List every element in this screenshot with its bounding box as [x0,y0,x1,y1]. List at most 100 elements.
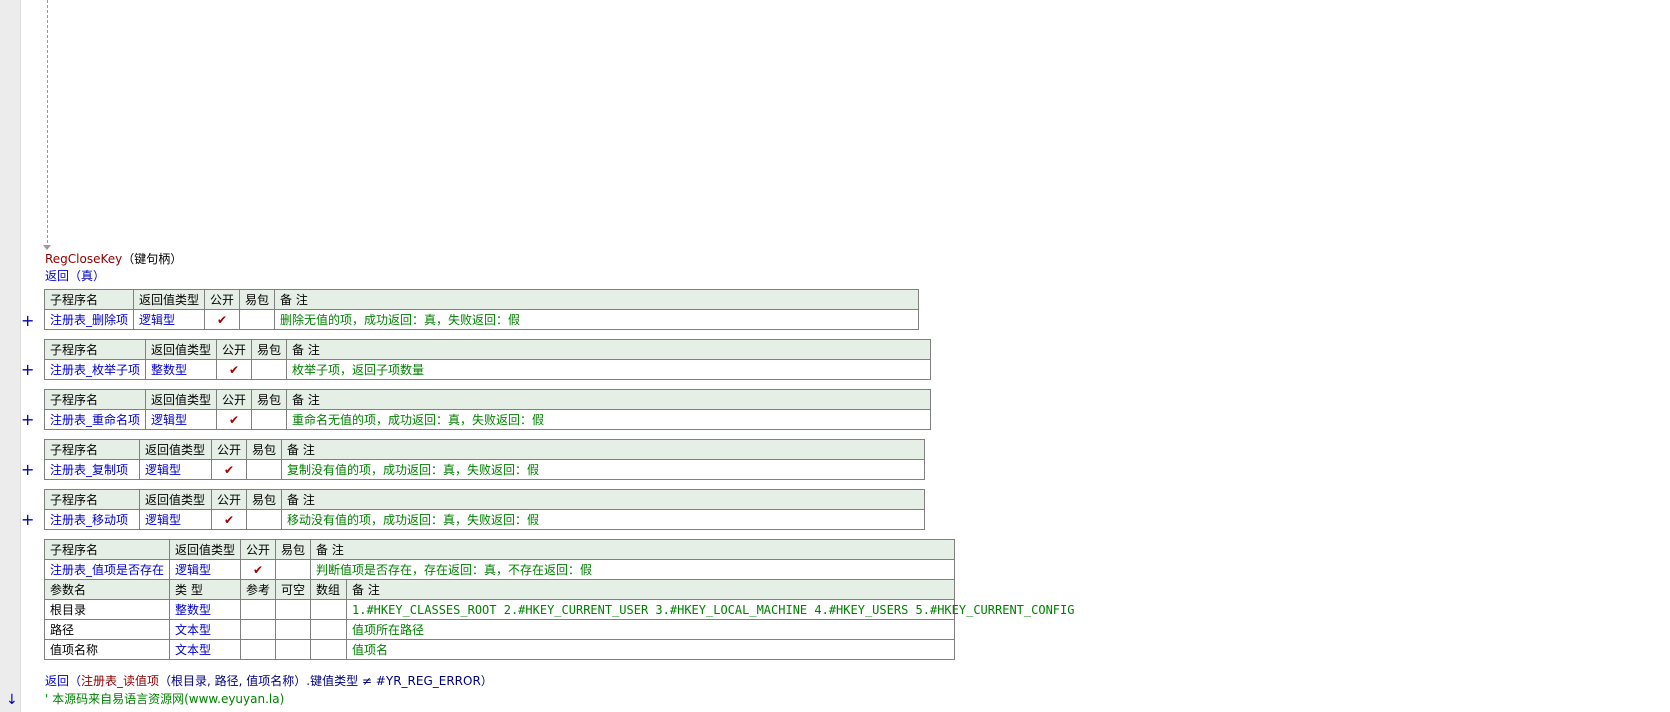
param-array-cell[interactable] [310,639,347,660]
header-public: 公开 [240,539,276,560]
function-args: （根目录, 路径, 值项名称）.键值类型 ≠ #YR_REG_ERROR） [159,674,493,688]
return-type[interactable]: 逻辑型 [145,409,217,430]
subroutine-table: 子程序名 返回值类型 公开 易包 备 注 注册表_删除项 逻辑型 ✔ 删除无值的… [44,289,919,330]
param-ref-cell[interactable] [240,599,276,620]
param-row[interactable]: 根目录 整数型 1.#HKEY_CLASSES_ROOT 2.#HKEY_CUR… [44,599,1074,620]
public-check-icon[interactable]: ✔ [204,309,240,330]
param-ref-cell[interactable] [240,619,276,640]
return-args: （真） [69,269,106,283]
public-check-icon[interactable]: ✔ [216,409,252,430]
table-row[interactable]: 注册表_复制项 逻辑型 ✔ 复制没有值的项，成功返回：真，失败返回：假 [44,459,925,480]
code-line-regclosekey[interactable]: RegCloseKey（键句柄） [45,250,182,267]
expand-icon[interactable]: + [21,360,35,379]
param-name[interactable]: 路径 [44,619,170,640]
sub-name[interactable]: 注册表_枚举子项 [44,359,146,380]
code-line-return-read[interactable]: 返回（注册表_读值项（根目录, 路径, 值项名称）.键值类型 ≠ #YR_REG… [45,672,493,689]
header-note: 备 注 [310,539,955,560]
sub-name[interactable]: 注册表_重命名项 [44,409,146,430]
param-ref-cell[interactable] [240,639,276,660]
return-type[interactable]: 逻辑型 [139,459,212,480]
header-ref: 参考 [240,579,276,600]
return-type[interactable]: 整数型 [145,359,217,380]
table-header-row: 子程序名 返回值类型 公开 易包 备 注 [44,389,931,410]
header-public: 公开 [211,439,247,460]
header-easy-pack: 易包 [246,439,282,460]
public-check-icon[interactable]: ✔ [211,459,247,480]
return-type[interactable]: 逻辑型 [169,559,241,580]
param-note[interactable]: 值项所在路径 [346,619,955,640]
header-public: 公开 [204,289,240,310]
easy-pack-cell[interactable] [251,409,287,430]
param-nullable-cell[interactable] [275,639,311,660]
code-line-return-true[interactable]: 返回（真） [45,267,105,284]
header-note: 备 注 [281,489,925,510]
header-note: 备 注 [281,439,925,460]
param-note[interactable]: 值项名 [346,639,955,660]
param-row[interactable]: 路径 文本型 值项所在路径 [44,619,955,640]
param-type[interactable]: 文本型 [169,619,241,640]
note-cell[interactable]: 复制没有值的项，成功返回：真，失败返回：假 [281,459,925,480]
param-type[interactable]: 整数型 [169,599,241,620]
header-public: 公开 [216,389,252,410]
param-row[interactable]: 值项名称 文本型 值项名 [44,639,955,660]
public-check-icon[interactable]: ✔ [216,359,252,380]
easy-pack-cell[interactable] [251,359,287,380]
easy-pack-cell[interactable] [246,509,282,530]
paren-open: （ [69,674,82,688]
table-row[interactable]: 注册表_值项是否存在 逻辑型 ✔ 判断值项是否存在，存在返回：真，不存在返回：假 [44,559,955,580]
subroutine-table: 子程序名 返回值类型 公开 易包 备 注 注册表_重命名项 逻辑型 ✔ 重命名无… [44,389,931,430]
header-easy-pack: 易包 [275,539,311,560]
code-comment[interactable]: ' 本源码来自易语言资源网(www.eyuyan.la) [45,692,285,706]
header-easy-pack: 易包 [251,389,287,410]
note-cell[interactable]: 重命名无值的项，成功返回：真，失败返回：假 [286,409,931,430]
header-sub-name: 子程序名 [44,489,140,510]
table-row[interactable]: 注册表_删除项 逻辑型 ✔ 删除无值的项，成功返回：真，失败返回：假 [44,309,919,330]
param-array-cell[interactable] [310,619,347,640]
header-note: 备 注 [286,389,931,410]
public-check-icon[interactable]: ✔ [211,509,247,530]
expand-icon[interactable]: + [21,510,35,529]
public-check-icon[interactable]: ✔ [240,559,276,580]
header-note: 备 注 [274,289,919,310]
sub-name[interactable]: 注册表_复制项 [44,459,140,480]
note-cell[interactable]: 移动没有值的项，成功返回：真，失败返回：假 [281,509,925,530]
table-header-row: 子程序名 返回值类型 公开 易包 备 注 [44,439,925,460]
table-header-row: 子程序名 返回值类型 公开 易包 备 注 [44,289,919,310]
easy-pack-cell[interactable] [239,309,275,330]
param-nullable-cell[interactable] [275,599,311,620]
note-cell[interactable]: 判断值项是否存在，存在返回：真，不存在返回：假 [310,559,955,580]
sub-name[interactable]: 注册表_值项是否存在 [44,559,170,580]
param-name[interactable]: 根目录 [44,599,170,620]
param-note[interactable]: 1.#HKEY_CLASSES_ROOT 2.#HKEY_CURRENT_USE… [346,599,1074,620]
subroutine-table: 子程序名 返回值类型 公开 易包 备 注 注册表_移动项 逻辑型 ✔ 移动没有值… [44,489,925,530]
expand-icon[interactable]: + [21,311,35,330]
param-type[interactable]: 文本型 [169,639,241,660]
header-param-type: 类 型 [169,579,241,600]
param-nullable-cell[interactable] [275,619,311,640]
table-row[interactable]: 注册表_重命名项 逻辑型 ✔ 重命名无值的项，成功返回：真，失败返回：假 [44,409,931,430]
param-array-cell[interactable] [310,599,347,620]
return-type[interactable]: 逻辑型 [133,309,205,330]
collapse-arrow-icon[interactable]: ↓ [6,692,18,708]
return-keyword: 返回 [45,674,70,688]
param-name[interactable]: 值项名称 [44,639,170,660]
note-cell[interactable]: 枚举子项，返回子项数量 [286,359,931,380]
table-row[interactable]: 注册表_移动项 逻辑型 ✔ 移动没有值的项，成功返回：真，失败返回：假 [44,509,925,530]
param-header-row: 参数名 类 型 参考 可空 数组 备 注 [44,579,955,600]
header-public: 公开 [211,489,247,510]
editor-gutter [0,0,21,712]
sub-name[interactable]: 注册表_删除项 [44,309,134,330]
header-return-type: 返回值类型 [139,439,212,460]
easy-pack-cell[interactable] [246,459,282,480]
expand-icon[interactable]: + [21,460,35,479]
return-type[interactable]: 逻辑型 [139,509,212,530]
easy-pack-cell[interactable] [275,559,311,580]
sub-name[interactable]: 注册表_移动项 [44,509,140,530]
note-cell[interactable]: 删除无值的项，成功返回：真，失败返回：假 [274,309,919,330]
expand-icon[interactable]: + [21,410,35,429]
header-sub-name: 子程序名 [44,389,146,410]
table-header-row: 子程序名 返回值类型 公开 易包 备 注 [44,539,955,560]
table-row[interactable]: 注册表_枚举子项 整数型 ✔ 枚举子项，返回子项数量 [44,359,931,380]
flow-guide-line [47,0,48,248]
header-easy-pack: 易包 [239,289,275,310]
